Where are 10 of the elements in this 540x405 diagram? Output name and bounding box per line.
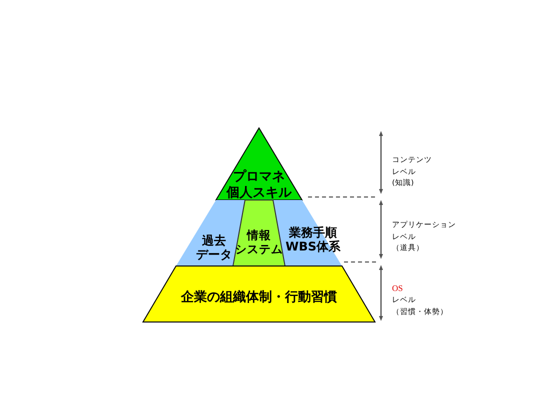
pyramid-top-layer — [216, 128, 302, 200]
layer-label: 企業の組織体制・行動習慣 — [181, 290, 337, 306]
layer-label: 過去データ — [196, 234, 232, 262]
pyramid-base-layer — [143, 266, 375, 322]
inner-trapezoid — [233, 200, 285, 266]
layer-label: 情報システム — [235, 229, 283, 257]
pyramid-middle-layer — [176, 200, 342, 266]
level-label: OS — [392, 283, 403, 294]
layer-label: 業務手順WBS体系 — [285, 226, 341, 254]
layer-label: プロマネ個人スキル — [226, 169, 292, 201]
